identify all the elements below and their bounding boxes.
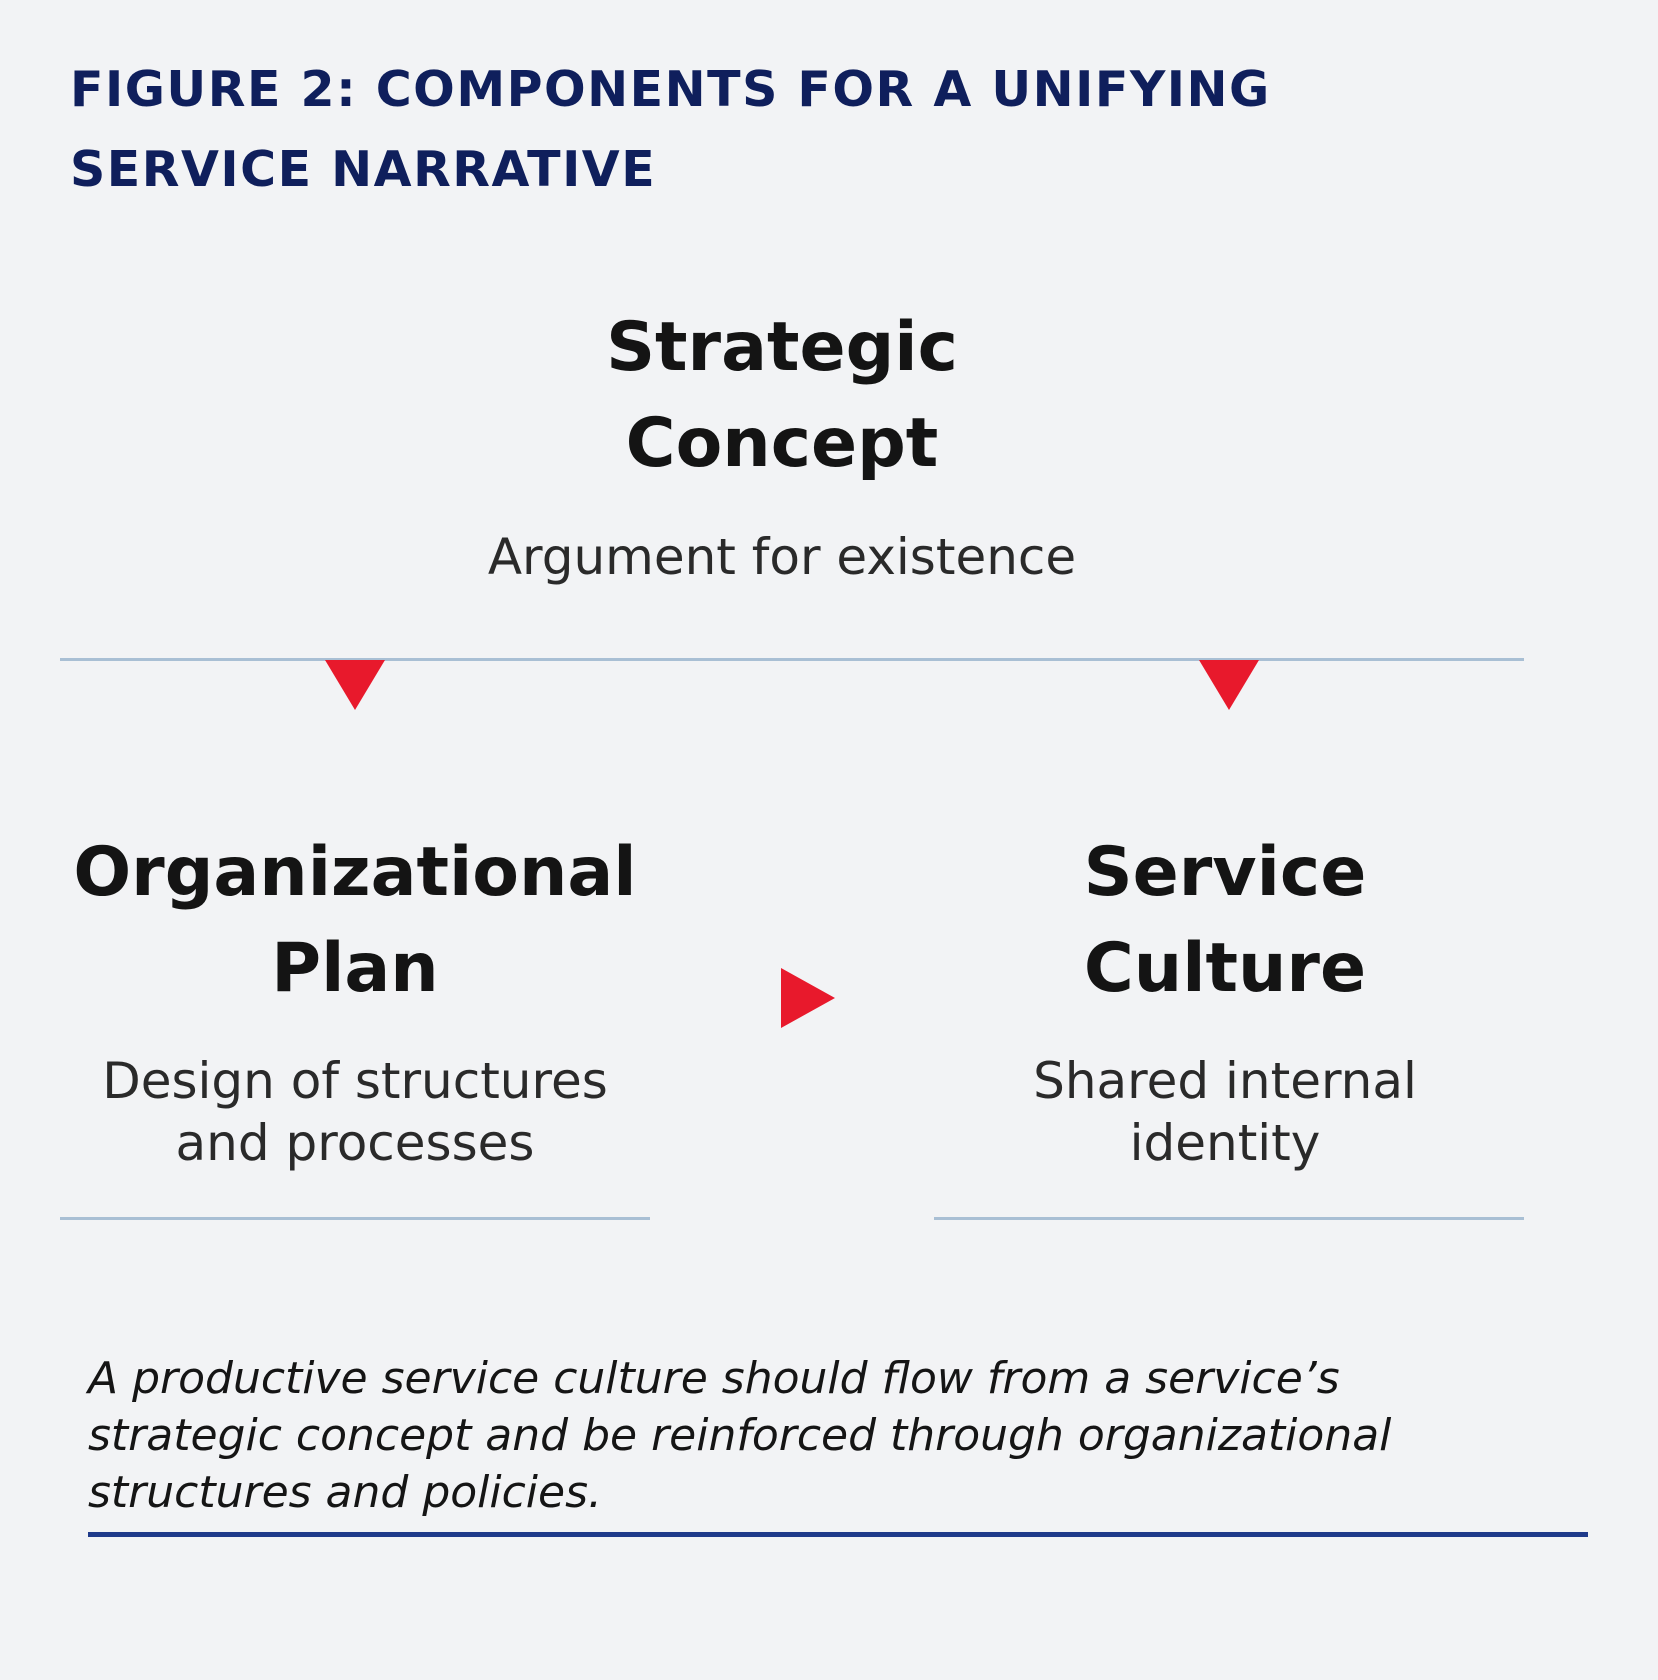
node-title-line: Service <box>1083 833 1367 912</box>
figure-title: FIGURE 2: COMPONENTS FOR A UNIFYING SERV… <box>70 50 1470 210</box>
node-title-line: Concept <box>625 404 939 483</box>
node-title-line: Plan <box>271 929 439 1008</box>
organizational-plan-title: Organizational Plan <box>30 825 680 1017</box>
arrow-right <box>781 968 835 1028</box>
node-subtitle-line: and processes <box>175 1114 535 1172</box>
figure-title-line: FIGURE 2: COMPONENTS FOR A UNIFYING <box>70 61 1271 118</box>
organizational-plan-subtitle: Design of structures and processes <box>55 1050 655 1174</box>
caption-line: structures and policies. <box>88 1467 603 1518</box>
node-title-line: Strategic <box>606 308 958 387</box>
node-title-line: Organizational <box>73 833 637 912</box>
figure-title-line: SERVICE NARRATIVE <box>70 141 657 198</box>
figure-caption: A productive service culture should flow… <box>88 1350 1588 1521</box>
node-title-line: Culture <box>1083 929 1367 1008</box>
right-node-divider <box>934 1217 1524 1220</box>
arrow-down-left <box>325 660 385 710</box>
strategic-concept-subtitle: Argument for existence <box>432 526 1132 588</box>
node-subtitle-line: Shared internal <box>1033 1052 1417 1110</box>
strategic-concept-title: Strategic Concept <box>482 300 1082 492</box>
left-node-divider <box>60 1217 650 1220</box>
service-culture-title: Service Culture <box>925 825 1525 1017</box>
top-divider <box>60 658 1524 661</box>
caption-line: strategic concept and be reinforced thro… <box>88 1410 1392 1461</box>
node-subtitle-line: Design of structures <box>102 1052 608 1110</box>
arrow-down-right <box>1199 660 1259 710</box>
caption-line: A productive service culture should flow… <box>88 1353 1340 1404</box>
node-subtitle-line: identity <box>1129 1114 1321 1172</box>
service-culture-subtitle: Shared internal identity <box>925 1050 1525 1174</box>
node-subtitle-line: Argument for existence <box>487 528 1077 586</box>
caption-underline <box>88 1532 1588 1537</box>
